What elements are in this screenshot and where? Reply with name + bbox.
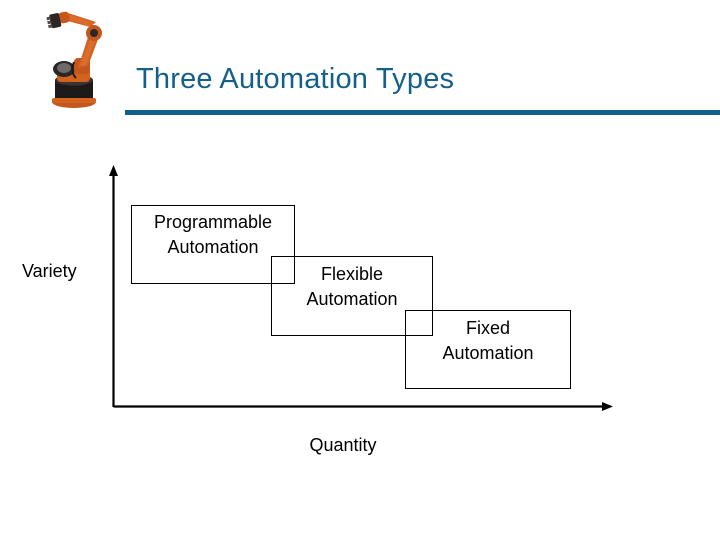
box-fixed-automation-label-line2: Automation — [442, 343, 534, 363]
industrial-robot-arm-image — [44, 6, 116, 110]
box-programmable-automation-label-line2: Automation — [167, 237, 259, 257]
box-fixed-automation-label-line1: Fixed — [465, 318, 510, 338]
box-flexible-automation: Flexible Automation — [271, 256, 433, 336]
y-axis-label: Variety — [22, 261, 77, 281]
box-programmable-automation: Programmable Automation — [131, 205, 295, 284]
box-fixed-automation: Fixed Automation — [405, 310, 571, 389]
box-programmable-automation-label-line1: Programmable — [153, 212, 273, 232]
box-flexible-automation-label-line2: Automation — [306, 289, 398, 309]
x-axis-label: Quantity — [309, 435, 377, 455]
box-programmable-automation-label: Programmable Automation — [118, 210, 308, 260]
page-title: Three Automation Types — [136, 63, 455, 95]
box-fixed-automation-label: Fixed Automation — [392, 316, 584, 366]
box-flexible-automation-label-line1: Flexible — [320, 264, 384, 284]
title-divider — [125, 110, 720, 115]
box-flexible-automation-label: Flexible Automation — [258, 262, 446, 312]
